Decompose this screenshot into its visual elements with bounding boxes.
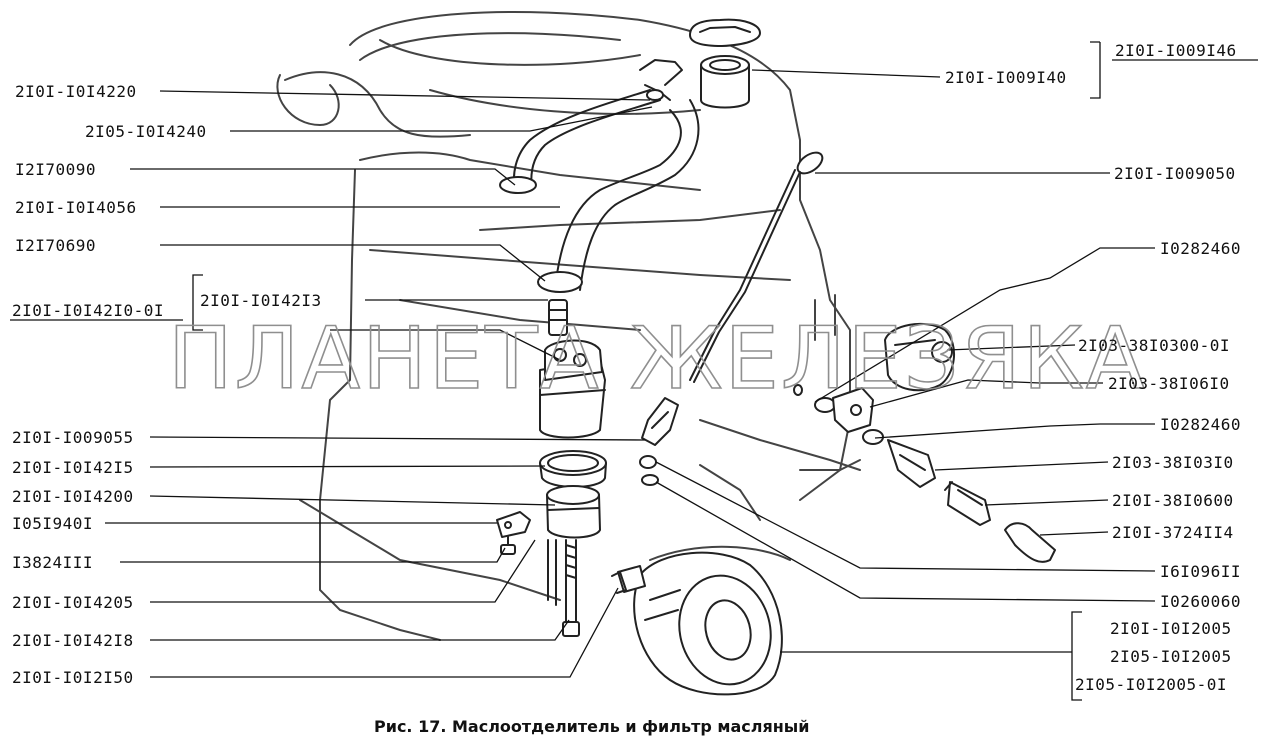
label-2i05-i0i2005-0i: 2I05-I0I2005-0I (1075, 675, 1227, 694)
label-2i03-38i03i0: 2I03-38I03I0 (1112, 453, 1234, 472)
label-2i0i-i0i42i3: 2I0I-I0I42I3 (200, 291, 322, 310)
oil-pressure-sensor (884, 322, 956, 392)
watermark-text: ПЛАНЕТА ЖЕЛЕЗЯКА (168, 309, 1147, 409)
filter-stud (562, 539, 580, 637)
label-i2i70090: I2I70090 (15, 160, 96, 179)
label-2i0i-i0i2i50: 2I0I-I0I2I50 (12, 668, 134, 687)
label-2i0i-i009055: 2I0I-I009055 (12, 428, 134, 447)
filter-fitting (611, 565, 646, 594)
label-2i0i-i0i2005: 2I0I-I0I2005 (1110, 619, 1232, 638)
oil-filler-cap (689, 18, 761, 47)
sensor-union (887, 439, 936, 488)
label-i6i096ii: I6I096II (1160, 562, 1241, 581)
figure-caption: Рис. 17. Маслоотделитель и фильтр маслян… (374, 717, 809, 736)
small-plug (793, 384, 803, 396)
oil-warning-sensor (944, 481, 991, 526)
breather-hose-small (512, 59, 683, 191)
label-2i0i-i009i46: 2I0I-I009I46 (1115, 41, 1237, 60)
label-2i0i-38i0600: 2I0I-38I0600 (1112, 491, 1234, 510)
oil-separator (539, 299, 606, 439)
label-2i0i-i0i42i0-0i: 2I0I-I0I42I0-0I (12, 301, 164, 320)
label-2i0i-i0i4205: 2I0I-I0I4205 (12, 593, 134, 612)
leader-lines (105, 69, 1156, 678)
label-i3824iii: I3824III (12, 553, 93, 572)
label-2i0i-i0i42i5: 2I0I-I0I42I5 (12, 458, 134, 477)
label-i0260060: I0260060 (1160, 592, 1241, 611)
breather-hose-large (554, 99, 700, 291)
sensor-bracket (832, 387, 874, 433)
bracket-plate (496, 511, 531, 538)
label-2i05-i0i4240: 2I05-I0I4240 (85, 122, 207, 141)
label-i05i940i: I05I940I (12, 514, 93, 533)
group-brackets (10, 41, 1258, 701)
label-i0282460-top: I0282460 (1160, 239, 1241, 258)
label-2i03-38i06i0: 2I03-38I06I0 (1108, 374, 1230, 393)
label-2i0i-3724ii4: 2I0I-3724II4 (1112, 523, 1234, 542)
drain-tube (547, 539, 557, 606)
valve-washers (639, 455, 659, 486)
separator-gasket (539, 450, 607, 488)
oil-filler-neck (700, 55, 750, 109)
separator-sleeve (546, 485, 601, 539)
label-2i05-i0i2005: 2I05-I0I2005 (1110, 647, 1232, 666)
label-i2i70690: I2I70690 (15, 236, 96, 255)
label-2i0i-i0i4200: 2I0I-I0I4200 (12, 487, 134, 506)
sensor-cap (1004, 522, 1056, 563)
reducing-valve (641, 397, 679, 446)
label-2i0i-i009i40: 2I0I-I009I40 (945, 68, 1067, 87)
oil-dipstick (689, 151, 824, 383)
label-2i0i-i009050: 2I0I-I009050 (1114, 164, 1236, 183)
label-2i0i-i0i4056: 2I0I-I0I4056 (15, 198, 137, 217)
label-2i0i-i0i42i8: 2I0I-I0I42I8 (12, 631, 134, 650)
label-i0282460-bottom: I0282460 (1160, 415, 1241, 434)
label-2i0i-i0i4220: 2I0I-I0I4220 (15, 82, 137, 101)
label-2i03-38i0300-0i: 2I03-38I0300-0I (1078, 336, 1230, 355)
oil-filter (633, 551, 783, 696)
bracket-bolt (500, 536, 516, 555)
